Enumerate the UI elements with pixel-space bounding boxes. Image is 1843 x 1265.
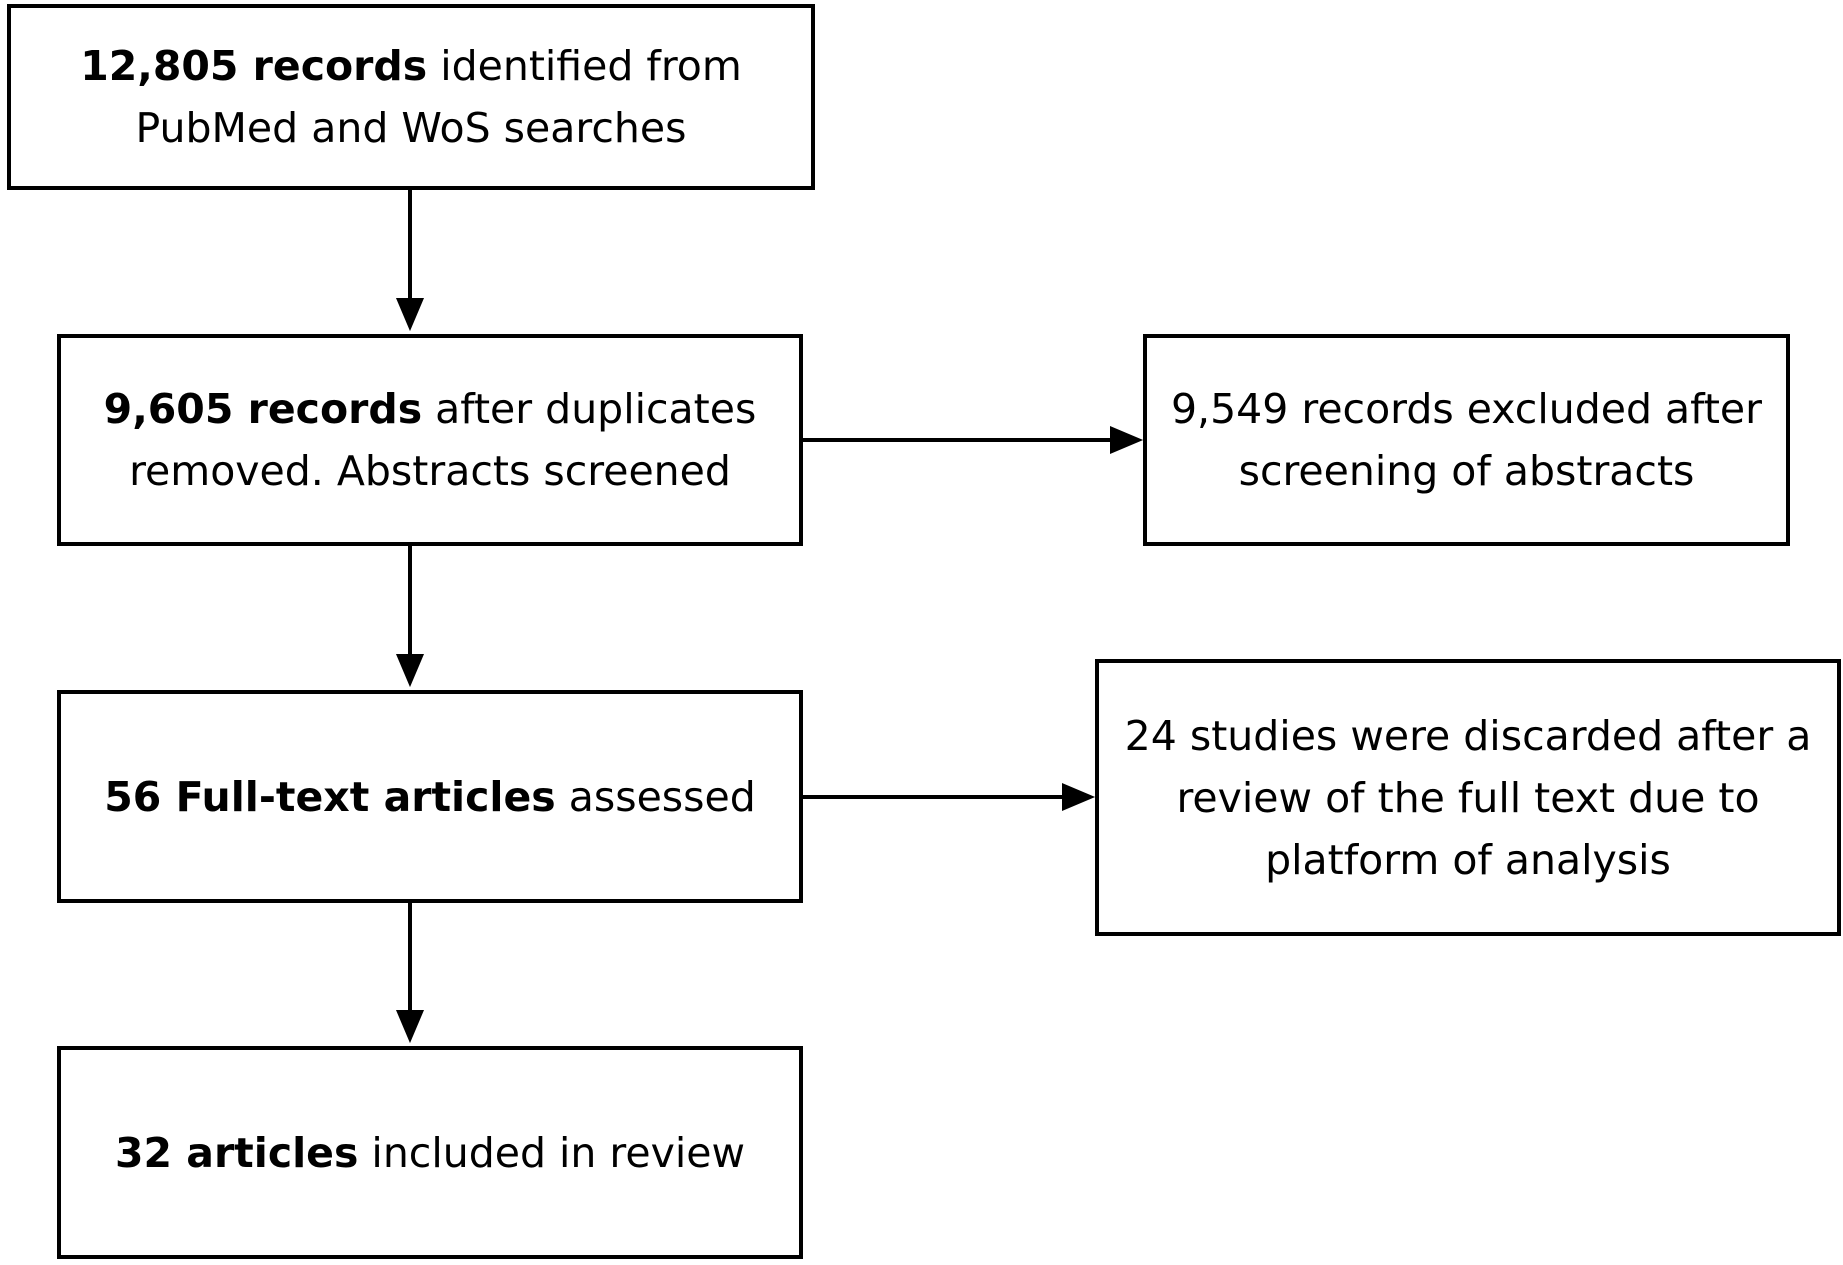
discarded-line-1: 24 studies were discarded after a [1124, 711, 1812, 760]
excluded-line-1: 9,549 records excluded after [1170, 385, 1763, 433]
included-articles-text: 32 articles included in review [115, 1122, 745, 1184]
included-line-1: 32 articles included in review [115, 1122, 745, 1184]
screened-records-text: 9,605 records after duplicates removed. … [104, 378, 757, 502]
discarded-line-3: platform of analysis [1265, 835, 1671, 884]
screened-records-box: 9,605 records after duplicates removed. … [57, 334, 803, 546]
excluded-records-box: 9,549 records excluded after screening o… [1143, 334, 1790, 546]
identified-line-1: 12,805 records identified from [80, 35, 742, 97]
excluded-records-text: 9,549 records excluded after screening o… [1171, 378, 1762, 502]
arrow-fulltext-to-included [395, 903, 425, 1044]
arrow-fulltext-to-discarded [803, 782, 1096, 812]
identified-records-box: 12,805 records identified from PubMed an… [7, 4, 815, 190]
fulltext-line-1-rest: assessed [555, 772, 756, 821]
included-articles-box: 32 articles included in review [57, 1046, 803, 1259]
included-line-1-rest: included in review [358, 1128, 746, 1177]
included-count: 32 articles [114, 1128, 359, 1177]
screened-line-2: removed. Abstracts screened [129, 447, 731, 495]
fulltext-count: 56 Full-text articles [104, 772, 556, 821]
arrow-screened-to-excluded [803, 425, 1144, 455]
identified-records-text: 12,805 records identified from PubMed an… [80, 35, 742, 159]
discarded-studies-box: 24 studies were discarded after a review… [1095, 659, 1841, 936]
screened-line-1: 9,605 records after duplicates [104, 378, 757, 440]
arrow-identified-to-screened [395, 190, 425, 332]
identified-count: 12,805 records [80, 42, 428, 90]
identified-line-2: PubMed and WoS searches [135, 104, 687, 152]
fulltext-articles-box: 56 Full-text articles assessed [57, 690, 803, 903]
screened-line-1-rest: after duplicates [422, 385, 757, 433]
arrow-screened-to-fulltext [395, 546, 425, 688]
fulltext-line-1: 56 Full-text articles assessed [104, 766, 756, 828]
screened-count: 9,605 records [103, 385, 423, 433]
identified-line-1-rest: identified from [427, 42, 742, 90]
excluded-line-2: screening of abstracts [1238, 447, 1695, 495]
discarded-line-2: review of the full text due to [1176, 773, 1760, 822]
fulltext-articles-text: 56 Full-text articles assessed [104, 766, 756, 828]
discarded-studies-text: 24 studies were discarded after a review… [1125, 705, 1812, 891]
